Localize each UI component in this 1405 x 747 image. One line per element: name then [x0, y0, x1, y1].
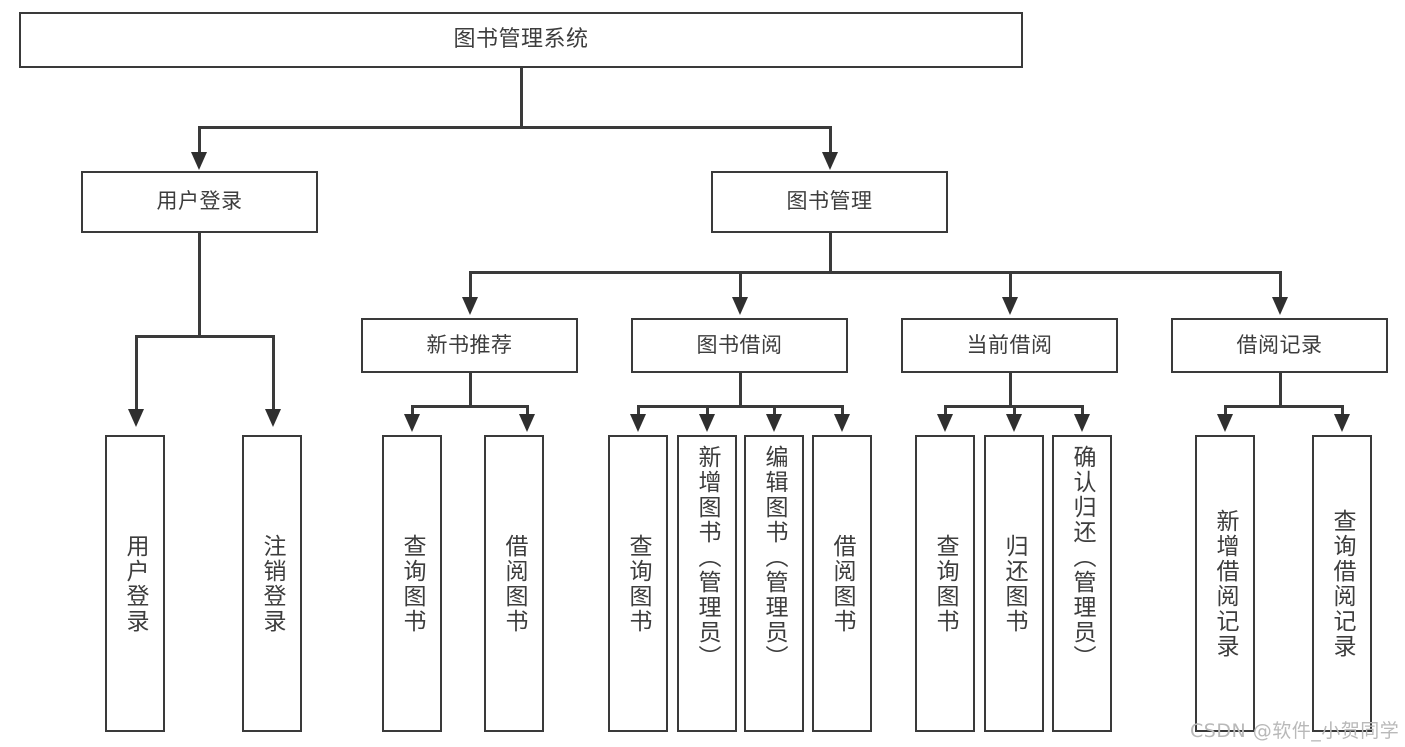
connector-currentborrow-stem	[1009, 373, 1012, 407]
connector-bookborrow-to-leaf3	[773, 405, 776, 419]
node-label: 借阅记录	[1236, 332, 1323, 357]
node-book-borrow[interactable]: 图书借阅	[631, 318, 848, 373]
leaf-borrow-book-recommend[interactable]: 借阅图书	[484, 435, 544, 732]
connector-newbook-to-leaf2	[526, 405, 529, 419]
leaf-label: 新增借阅记录	[1212, 508, 1239, 659]
arrowhead-bookmgmt-l2-4	[1272, 297, 1288, 315]
leaf-label: 借阅图书	[829, 533, 856, 634]
connector-root-to-userlogin	[198, 126, 201, 158]
arrowhead-newbook-leaf2	[519, 414, 535, 432]
connector-bookborrow-to-leaf1	[637, 405, 640, 419]
connector-borrowrecord-bar	[1224, 405, 1342, 408]
connector-borrowrecord-stem	[1279, 373, 1282, 407]
node-current-borrow[interactable]: 当前借阅	[901, 318, 1118, 373]
leaf-query-borrow-record[interactable]: 查询借阅记录	[1312, 435, 1372, 732]
connector-borrowrecord-to-leaf1	[1224, 405, 1227, 419]
leaf-query-book-borrow[interactable]: 查询图书	[608, 435, 668, 732]
connector-root-bar	[198, 126, 832, 129]
node-user-login[interactable]: 用户登录	[81, 171, 318, 233]
leaf-query-book-current[interactable]: 查询图书	[915, 435, 975, 732]
connector-bookborrow-bar	[637, 405, 843, 408]
connector-userlogin-to-leaf1	[135, 335, 138, 415]
connector-bookmgmt-bar	[469, 271, 1279, 274]
arrowhead-currentborrow-leaf1	[937, 414, 953, 432]
leaf-label: 新增图书（管理员）	[694, 445, 721, 670]
leaf-logout[interactable]: 注销登录	[242, 435, 302, 732]
connector-bookborrow-to-leaf4	[841, 405, 844, 419]
node-label: 用户登录	[156, 189, 243, 214]
connector-userlogin-bar	[135, 335, 275, 338]
connector-bookborrow-to-leaf2	[706, 405, 709, 419]
connector-newbook-to-leaf1	[411, 405, 414, 419]
leaf-label: 借阅图书	[501, 533, 528, 634]
connector-root-to-bookmgmt	[829, 126, 832, 158]
leaf-label: 注销登录	[259, 533, 286, 634]
arrowhead-bookborrow-leaf4	[834, 414, 850, 432]
leaf-user-login[interactable]: 用户登录	[105, 435, 165, 732]
connector-bookmgmt-to-l2-3	[1009, 271, 1012, 303]
node-label: 图书借阅	[696, 332, 783, 357]
arrowhead-bookmgmt-l2-1	[462, 297, 478, 315]
connector-userlogin-stem	[198, 233, 201, 337]
connector-currentborrow-to-leaf3	[1081, 405, 1084, 419]
connector-bookmgmt-to-l2-1	[469, 271, 472, 303]
leaf-label: 编辑图书（管理员）	[761, 445, 788, 670]
arrowhead-root-to-userlogin	[191, 152, 207, 170]
connector-root-stem	[520, 68, 523, 128]
node-label: 当前借阅	[966, 332, 1053, 357]
leaf-label: 确认归还（管理员）	[1069, 445, 1096, 670]
node-label: 新书推荐	[426, 332, 513, 357]
leaf-return-book[interactable]: 归还图书	[984, 435, 1044, 732]
leaf-borrow-book[interactable]: 借阅图书	[812, 435, 872, 732]
leaf-label: 查询图书	[399, 533, 426, 634]
leaf-label: 查询图书	[625, 533, 652, 634]
leaf-edit-book-admin[interactable]: 编辑图书（管理员）	[744, 435, 804, 732]
connector-newbook-stem	[469, 373, 472, 407]
leaf-label: 查询借阅记录	[1329, 508, 1356, 659]
node-book-management[interactable]: 图书管理	[711, 171, 948, 233]
node-root-system[interactable]: 图书管理系统	[19, 12, 1023, 68]
arrowhead-bookmgmt-l2-3	[1002, 297, 1018, 315]
leaf-label: 归还图书	[1001, 533, 1028, 634]
connector-bookmgmt-to-l2-2	[739, 271, 742, 303]
arrowhead-bookborrow-leaf3	[766, 414, 782, 432]
arrowhead-currentborrow-leaf3	[1074, 414, 1090, 432]
arrowhead-root-to-bookmgmt	[822, 152, 838, 170]
connector-bookborrow-stem	[739, 373, 742, 407]
leaf-label: 用户登录	[122, 533, 149, 634]
node-new-book-recommend[interactable]: 新书推荐	[361, 318, 578, 373]
arrowhead-currentborrow-leaf2	[1006, 414, 1022, 432]
arrowhead-borrowrecord-leaf1	[1217, 414, 1233, 432]
connector-newbook-bar	[411, 405, 528, 408]
connector-userlogin-to-leaf2	[272, 335, 275, 415]
arrowhead-userlogin-leaf1	[128, 409, 144, 427]
connector-currentborrow-to-leaf2	[1013, 405, 1016, 419]
arrowhead-bookborrow-leaf1	[630, 414, 646, 432]
connector-bookmgmt-to-l2-4	[1279, 271, 1282, 303]
arrowhead-newbook-leaf1	[404, 414, 420, 432]
leaf-add-borrow-record[interactable]: 新增借阅记录	[1195, 435, 1255, 732]
node-label: 图书管理	[786, 189, 873, 214]
connector-borrowrecord-to-leaf2	[1341, 405, 1344, 419]
arrowhead-borrowrecord-leaf2	[1334, 414, 1350, 432]
connector-currentborrow-to-leaf1	[944, 405, 947, 419]
arrowhead-userlogin-leaf2	[265, 409, 281, 427]
leaf-query-book-recommend[interactable]: 查询图书	[382, 435, 442, 732]
node-borrow-record[interactable]: 借阅记录	[1171, 318, 1388, 373]
arrowhead-bookmgmt-l2-2	[732, 297, 748, 315]
arrowhead-bookborrow-leaf2	[699, 414, 715, 432]
node-label: 图书管理系统	[453, 26, 589, 52]
connector-bookmgmt-stem	[829, 233, 832, 273]
leaf-confirm-return-admin[interactable]: 确认归还（管理员）	[1052, 435, 1112, 732]
leaf-label: 查询图书	[932, 533, 959, 634]
leaf-add-book-admin[interactable]: 新增图书（管理员）	[677, 435, 737, 732]
